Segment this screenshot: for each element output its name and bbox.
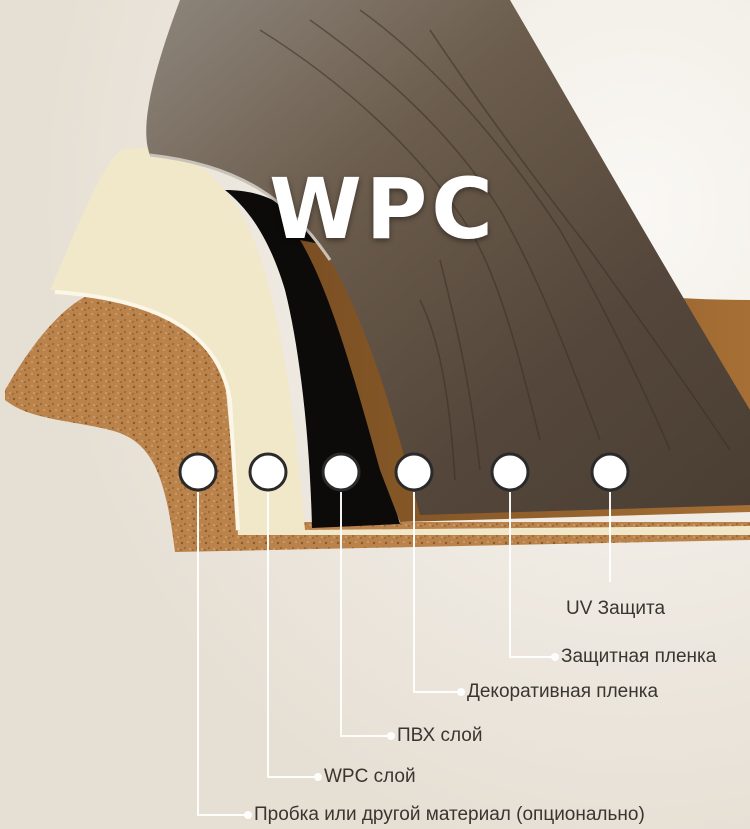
leader-end-6	[244, 811, 252, 819]
layer-marker-1	[590, 452, 630, 492]
leader-end-5	[314, 773, 322, 781]
layer-marker-6	[178, 452, 218, 492]
wood-surface	[146, 0, 750, 515]
wpc-layer	[50, 148, 750, 536]
leader-line-4	[340, 492, 391, 737]
wood-edge	[149, 153, 332, 261]
pvc-layer	[225, 190, 400, 528]
label-uv-protection: UV Защита	[566, 598, 666, 619]
layer-markers	[178, 452, 630, 492]
leader-end-4	[387, 732, 395, 740]
wood-grain	[259, 9, 731, 481]
label-decorative-film: Декоративная пленка	[467, 681, 659, 702]
label-wpc-layer: WPC слой	[324, 766, 416, 787]
leader-line-5	[267, 492, 318, 778]
layer-marker-5	[248, 452, 288, 492]
leader-end-2	[551, 653, 559, 661]
layer-marker-4	[321, 452, 361, 492]
label-pvc-layer: ПВХ слой	[397, 725, 483, 746]
wpc-highlight	[54, 290, 240, 531]
leader-line-2	[509, 492, 555, 658]
leader-line-3	[413, 492, 461, 693]
diagram-title: WPC	[269, 160, 497, 258]
label-protective-film: Защитная пленка	[561, 646, 717, 667]
leader-end-3	[457, 688, 465, 696]
layer-marker-2	[490, 452, 530, 492]
layer-marker-3	[394, 452, 434, 492]
label-cork-layer: Пробка или другой материал (опционально)	[254, 804, 645, 825]
leader-line-6	[197, 492, 248, 816]
leader-lines	[197, 492, 611, 819]
